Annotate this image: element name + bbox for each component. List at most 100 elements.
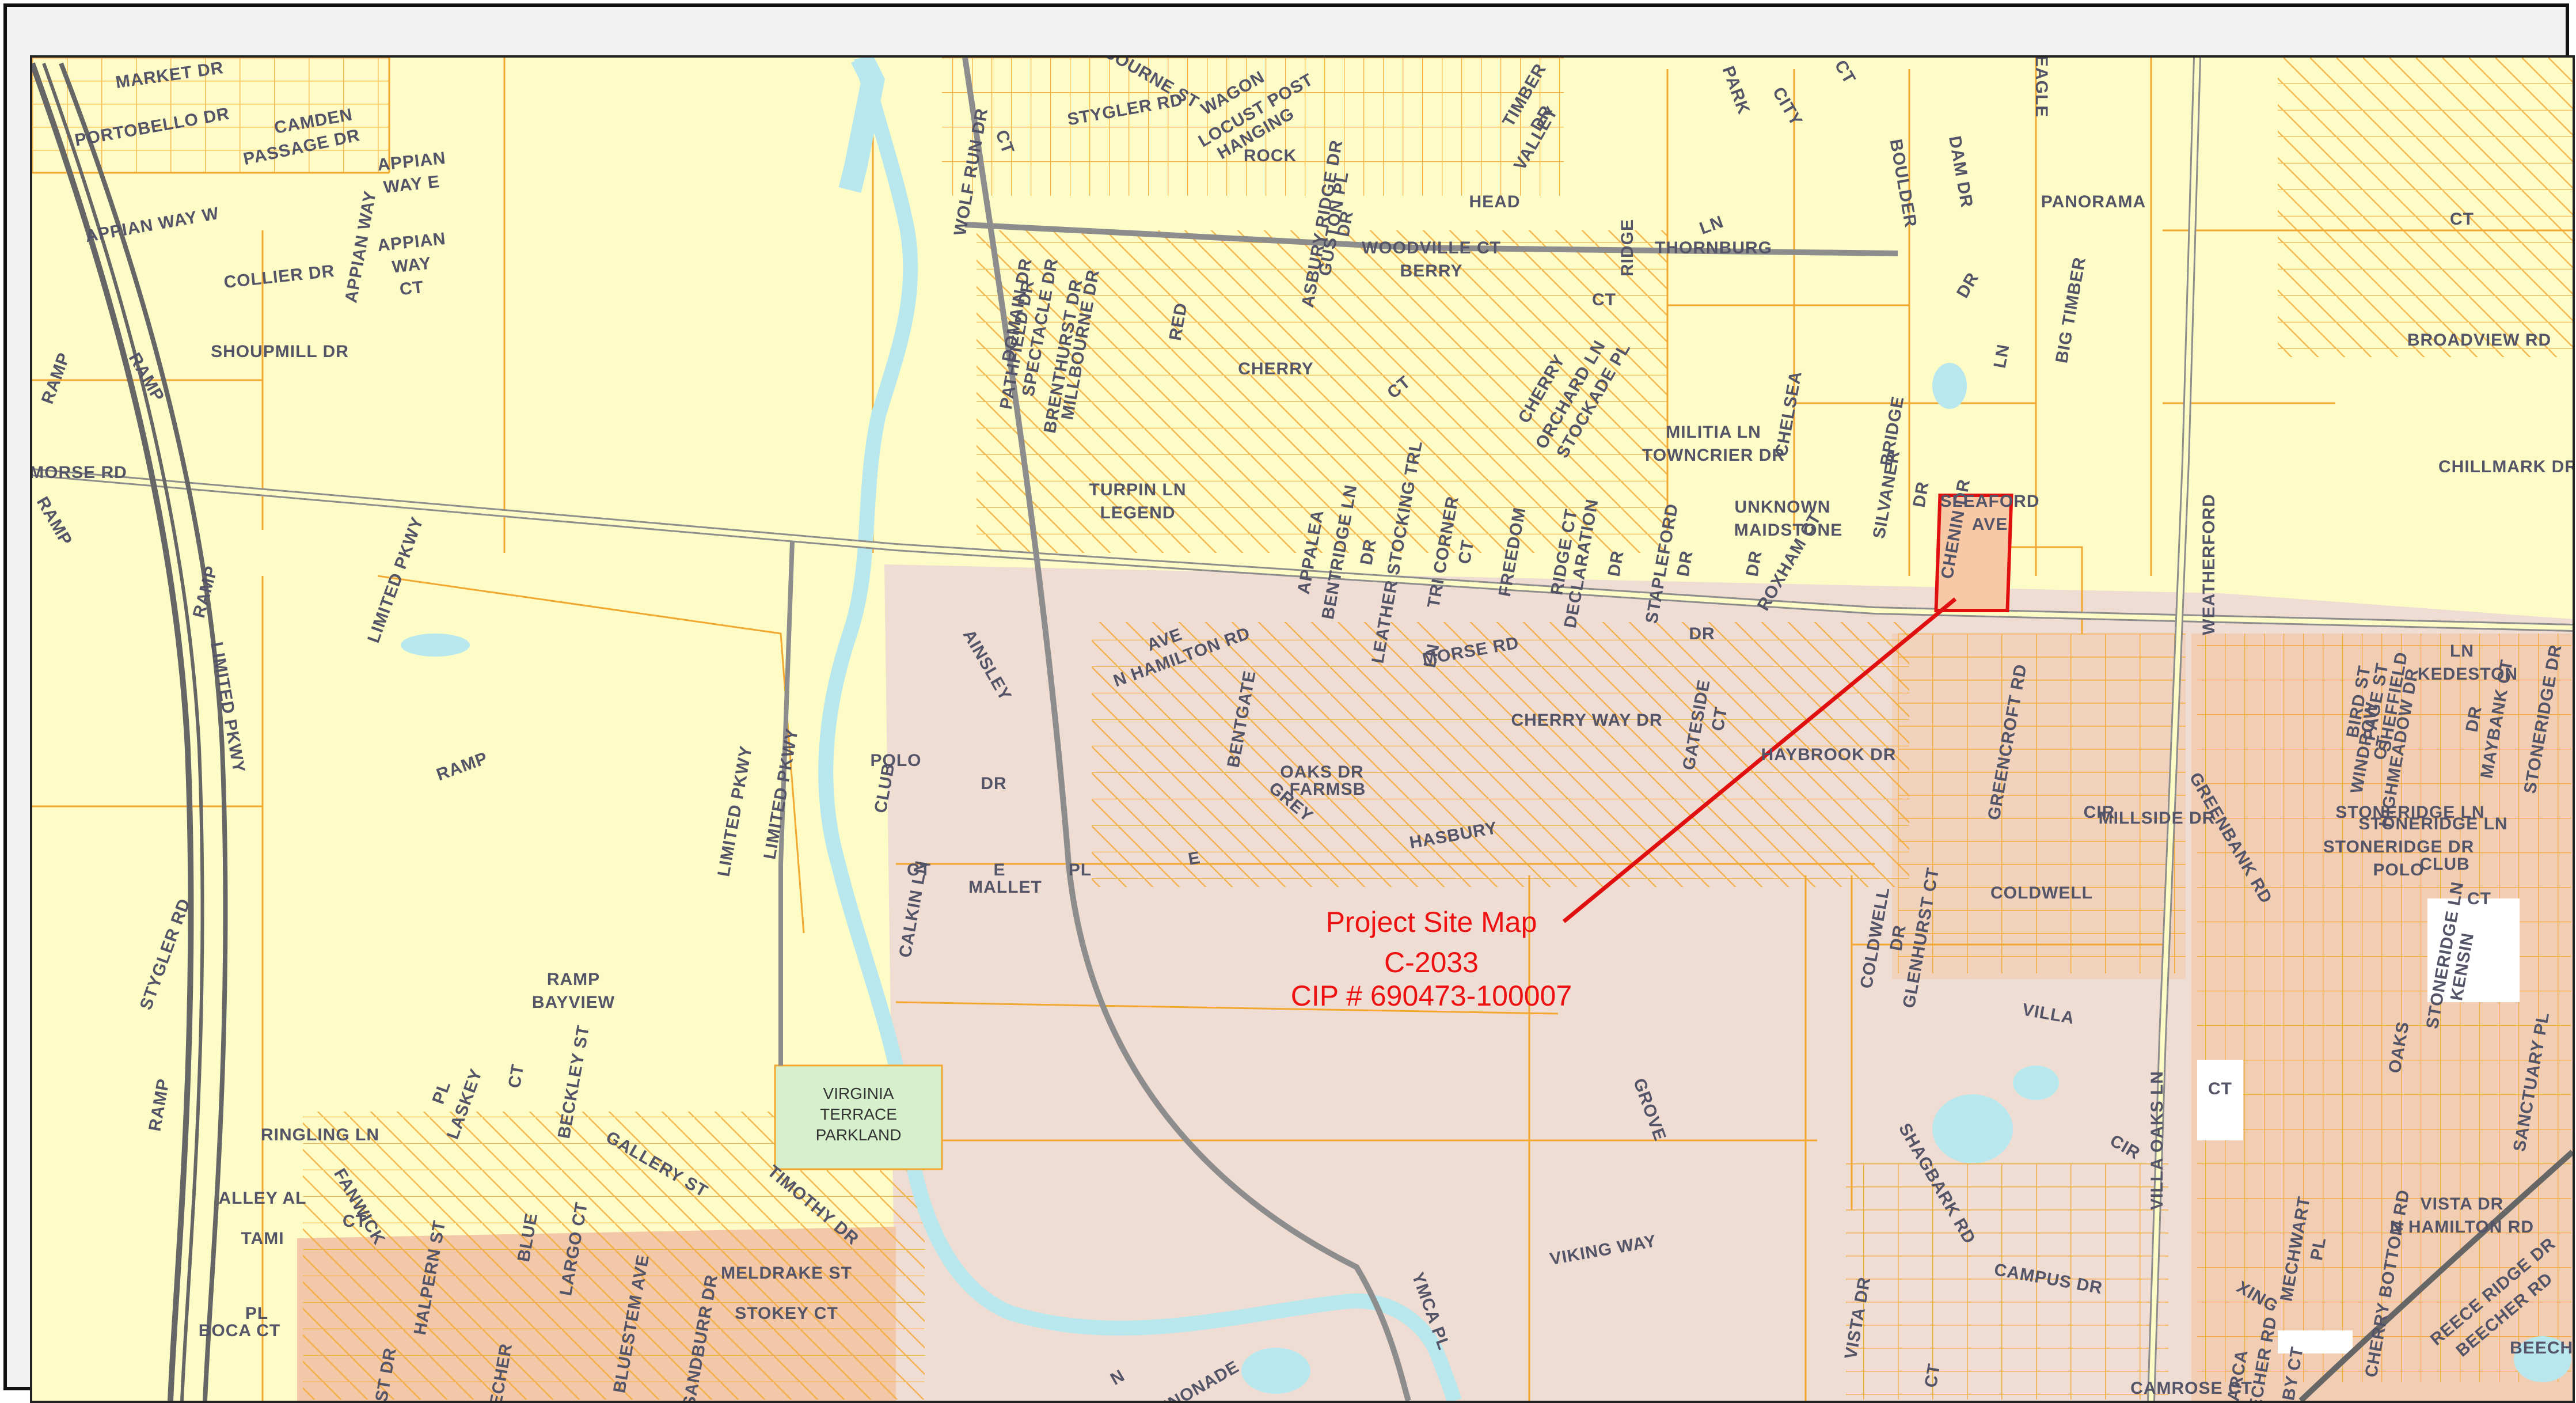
- street-label: MORSE RD: [32, 463, 127, 482]
- callout-title: Project Site Map: [1326, 906, 1537, 938]
- callout-cip: CIP # 690473-100007: [1291, 980, 1572, 1012]
- street-label: LEGEND: [1100, 503, 1175, 522]
- street-label: CT: [1455, 539, 1478, 566]
- lots-north-1: [942, 58, 1564, 196]
- reservoir-channel: [838, 58, 885, 193]
- project-site-parcel: [1934, 494, 2013, 612]
- callout-leader-line: [1562, 597, 1957, 923]
- street-label: STOKEY CT: [735, 1304, 838, 1323]
- street-label: LN: [1990, 343, 2013, 370]
- street-label: SHOUPMILL DR: [211, 342, 349, 361]
- street-label: PL: [1069, 860, 1092, 879]
- cherry-bottom-road: [962, 58, 1411, 1401]
- window-frame: Project Site Map C-2033 CIP # 690473-100…: [3, 3, 2575, 1403]
- street-label: PL: [2307, 1236, 2330, 1262]
- street-label: POLO: [2373, 860, 2424, 879]
- park-label-line-3: PARKLAND: [816, 1126, 902, 1144]
- pond-3: [2013, 1065, 2059, 1100]
- street-label: DR: [1689, 624, 1715, 643]
- lots-east: [2197, 634, 2571, 1382]
- street-label: DR: [1742, 549, 1765, 578]
- street-label: CT: [2450, 210, 2474, 229]
- street-label: DR: [1357, 537, 1380, 566]
- street-label: THORNBURG: [1655, 238, 1772, 257]
- street-label: E: [993, 860, 1005, 879]
- map-viewport[interactable]: Project Site Map C-2033 CIP # 690473-100…: [30, 55, 2575, 1403]
- street-label: FARMSB: [1290, 780, 1366, 799]
- pond-7: [1932, 363, 1967, 409]
- major-roads: [32, 58, 2573, 1401]
- street-label: DR: [981, 774, 1006, 793]
- street-label: DR: [1673, 549, 1696, 578]
- lots-mid-east: [1898, 634, 2186, 973]
- street-label: DR: [1333, 209, 1357, 238]
- street-label: KEDESTON: [2418, 665, 2518, 684]
- street-label: CT: [1708, 706, 1731, 733]
- street-label: BEECHER: [2510, 1338, 2573, 1358]
- street-label: CHERRY WAY DR: [1511, 711, 1662, 730]
- white-parcel-3: [2278, 1330, 2353, 1353]
- street-label: VILLA OAKS LN: [2148, 1071, 2167, 1210]
- street-label: BERRY: [1400, 261, 1463, 280]
- street-label: WOODVILLE CT: [1362, 238, 1501, 257]
- street-label: DR: [1886, 923, 1909, 952]
- street-label: WEATHERFORD: [2199, 494, 2218, 635]
- street-label: MILLSIDE DR: [2099, 809, 2216, 828]
- street-label: WAY: [391, 254, 432, 277]
- lots-northwest: [32, 58, 389, 173]
- street-label: PANORAMA: [2041, 192, 2146, 211]
- street-label: MALLET: [968, 878, 1042, 897]
- white-parcel-2: [2197, 1060, 2243, 1140]
- park-area: [774, 1064, 943, 1170]
- street-label: HEAD: [1469, 192, 1520, 211]
- street-label: RAMP: [547, 970, 600, 989]
- street-label: BROADVIEW RD: [2407, 331, 2551, 350]
- street-label: MELDRAKE ST: [721, 1264, 852, 1283]
- street-label: BOCA CT: [199, 1321, 281, 1340]
- lots-se: [1846, 1163, 2168, 1400]
- street-label: EAGLE: [2032, 58, 2051, 117]
- street-label: CHERRY: [1238, 359, 1314, 378]
- street-label: AVE: [1972, 515, 2008, 534]
- street-label: UNKNOWN: [1735, 498, 1831, 517]
- street-label: TURPIN LN: [1089, 480, 1187, 499]
- street-label: DR: [2462, 704, 2485, 733]
- street-label: STONERIDGE LN: [2335, 803, 2484, 822]
- street-label: LN: [1420, 642, 1443, 669]
- broadview-road: [964, 222, 1898, 256]
- map-canvas: Project Site Map C-2033 CIP # 690473-100…: [32, 58, 2573, 1401]
- street-label: TAMI: [241, 1229, 284, 1248]
- lots-northeast: [2278, 58, 2573, 357]
- highway: [32, 62, 2573, 1401]
- street-label: POLO: [870, 751, 921, 770]
- street-label: RINGLING LN: [261, 1125, 379, 1144]
- street-label: DR: [1909, 480, 1932, 509]
- street-label: SLEAFORD: [1940, 492, 2040, 511]
- street-label: CT: [2208, 1079, 2232, 1098]
- street-label: STONERIDGE DR: [2323, 837, 2474, 856]
- street-label: MILITIA LN: [1666, 423, 1761, 442]
- street-label: N HAMILTON RD: [2390, 1218, 2534, 1237]
- street-label: CT: [907, 860, 931, 879]
- park-label-line-2: TERRACE: [820, 1105, 897, 1123]
- street-label: CT: [505, 1063, 528, 1090]
- street-label: CT: [1592, 290, 1616, 309]
- street-label: HAYBROOK DR: [1761, 745, 1897, 764]
- street-label: TOWNCRIER DR: [1642, 446, 1785, 465]
- callout-code: C-2033: [1384, 946, 1479, 979]
- pond-2: [1932, 1094, 2013, 1163]
- street-label: OAKS DR: [1280, 763, 1363, 782]
- street-label: MAIDSTONE: [1734, 521, 1842, 540]
- street-label: ROCK: [1244, 146, 1297, 165]
- street-label: BAYVIEW: [532, 993, 615, 1012]
- pond-4: [1241, 1348, 1310, 1394]
- lots-south-mid: [1092, 622, 1909, 887]
- street-label: CT: [343, 1212, 367, 1231]
- pond-6: [2514, 1336, 2571, 1382]
- street-label: PL: [245, 1304, 268, 1323]
- street-label: CT: [2370, 734, 2393, 761]
- stygler-road: [778, 541, 795, 1065]
- pond-5: [401, 634, 470, 657]
- creek: [818, 58, 1462, 1401]
- street-label: CT: [2467, 889, 2491, 908]
